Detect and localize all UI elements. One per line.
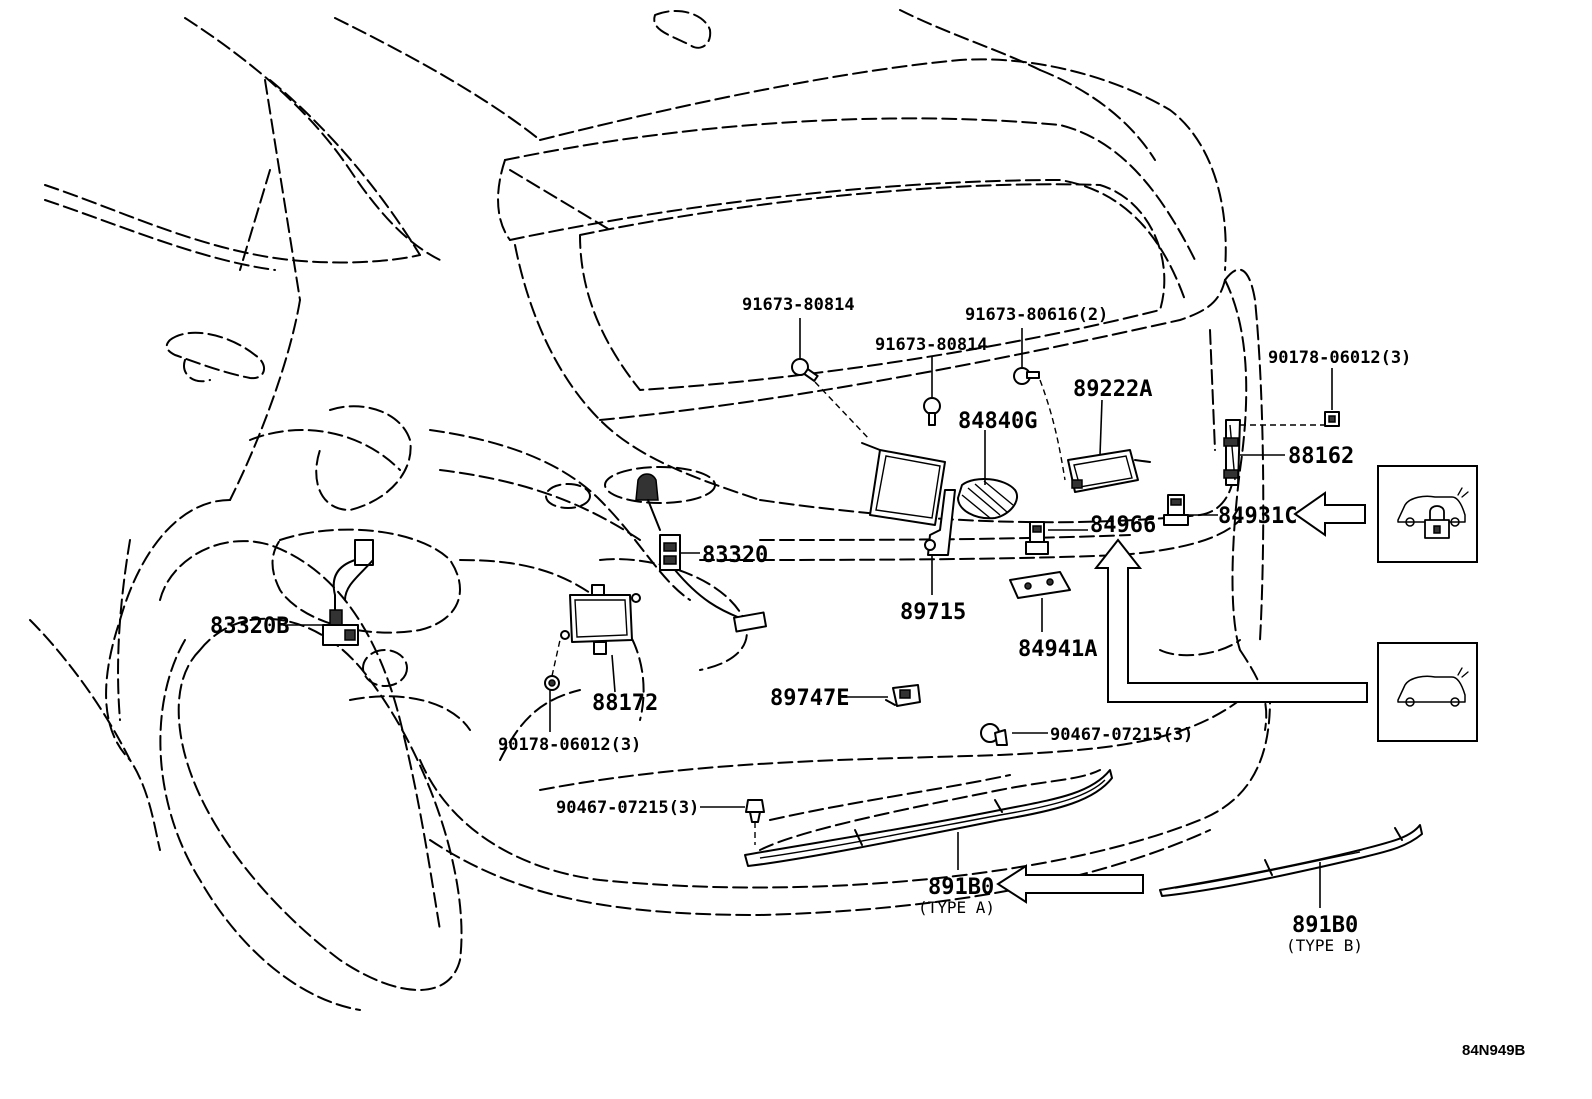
label-83320b: 83320B xyxy=(210,614,289,639)
label-84931c: 84931C xyxy=(1218,504,1297,529)
label-88162: 88162 xyxy=(1288,444,1354,469)
label-type-a: (TYPE A) xyxy=(918,898,995,917)
label-91673-b: 91673-80814 xyxy=(875,335,988,355)
part-90467-clip-left xyxy=(745,799,765,845)
arrow-to-84966 xyxy=(1093,538,1368,703)
part-89715-bracket xyxy=(861,442,956,556)
part-84931c-switch xyxy=(1163,494,1189,526)
label-90178-right: 90178-06012(3) xyxy=(1268,348,1411,368)
icon-box-lock xyxy=(1377,465,1478,563)
car-icon xyxy=(1397,667,1469,707)
vehicle-outline xyxy=(29,9,1271,1011)
part-89747e-clip xyxy=(885,684,921,707)
arrow-to-84931c xyxy=(1293,491,1366,537)
part-90178-nut-right xyxy=(1324,411,1340,427)
label-89715: 89715 xyxy=(900,600,966,625)
label-89222a: 89222A xyxy=(1073,377,1152,402)
label-84840g: 84840G xyxy=(958,409,1037,434)
part-88162-sensor xyxy=(1223,419,1330,486)
arrow-to-891b0-type-a xyxy=(996,864,1144,904)
part-891b0-type-a xyxy=(744,769,1113,867)
label-90178-left: 90178-06012(3) xyxy=(498,735,641,755)
label-83320: 83320 xyxy=(702,543,768,568)
direction-arrows xyxy=(996,491,1368,904)
part-83320b-sensor xyxy=(322,539,374,646)
part-labels: 83320B 83320 88172 90178-06012(3) 89747E… xyxy=(210,295,1526,1059)
part-91673-bolt-b xyxy=(923,397,941,426)
part-90467-clip-right xyxy=(980,723,1008,746)
part-84966-switch xyxy=(1025,521,1049,555)
icon-box-vehicle xyxy=(1377,642,1478,742)
part-91673-bolt-a xyxy=(791,358,871,441)
label-84966: 84966 xyxy=(1090,513,1156,538)
diagram-code: 84N949B xyxy=(1462,1042,1526,1059)
label-91673-a: 91673-80814 xyxy=(742,295,855,315)
label-84941a: 84941A xyxy=(1018,637,1097,662)
part-90178-nut-left xyxy=(544,639,561,691)
part-88172-module xyxy=(560,584,641,655)
label-90467-right: 90467-07215(3) xyxy=(1050,725,1193,745)
label-type-b: (TYPE B) xyxy=(1286,936,1363,955)
label-91673-c: 91673-80616(2) xyxy=(965,305,1108,325)
label-88172: 88172 xyxy=(592,691,658,716)
leader-lines xyxy=(283,318,1333,908)
label-89747e: 89747E xyxy=(770,686,849,711)
label-891b0-type-b: 891B0 xyxy=(1292,913,1358,938)
label-891b0-type-a: 891B0 xyxy=(928,875,994,900)
part-83320-sensor xyxy=(635,473,767,633)
part-84941a-switch xyxy=(1009,571,1071,599)
car-lock-icon xyxy=(1397,487,1469,539)
part-891b0-type-b xyxy=(1159,824,1423,897)
label-90467-left: 90467-07215(3) xyxy=(556,798,699,818)
part-84840g-switch xyxy=(957,478,1018,520)
part-89222a-module xyxy=(1067,449,1151,493)
